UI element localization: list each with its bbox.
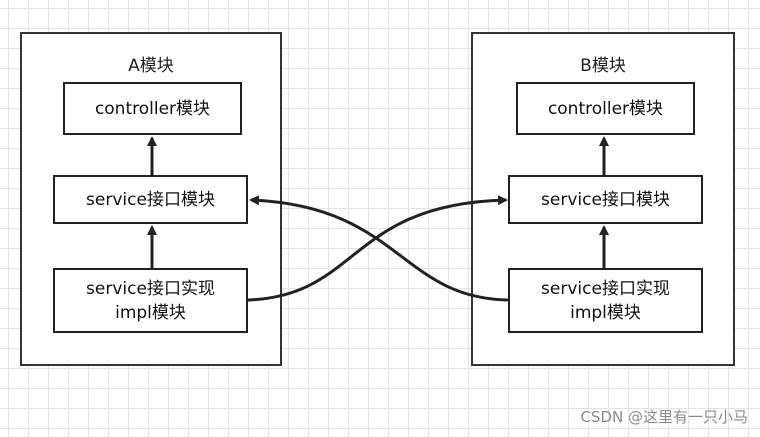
module-a-impl-label-line1: service接口实现 — [86, 278, 215, 299]
module-b-impl-label-line1: service接口实现 — [541, 278, 670, 299]
csdn-watermark: CSDN @这里有一只小马 — [580, 408, 748, 426]
module-b-service-label: service接口模块 — [541, 189, 670, 210]
module-b-impl-label-line2: impl模块 — [570, 302, 641, 323]
module-b-controller-label: controller模块 — [547, 98, 664, 119]
module-a-service-box: service接口模块 — [53, 175, 248, 224]
module-a-service-label: service接口模块 — [86, 189, 215, 210]
module-a-impl-label-line2: impl模块 — [115, 302, 186, 323]
module-b-impl-box: service接口实现 impl模块 — [508, 268, 703, 333]
arrow-a-impl-to-b-service — [247, 195, 508, 302]
module-b-controller-box: controller模块 — [516, 82, 695, 135]
module-a-impl-box: service接口实现 impl模块 — [53, 268, 248, 333]
module-a-controller-label: controller模块 — [94, 98, 211, 119]
module-a-controller-box: controller模块 — [63, 82, 242, 135]
module-a-title: A模块 — [128, 56, 174, 76]
module-b-service-box: service接口模块 — [508, 175, 703, 224]
module-b-title: B模块 — [580, 56, 626, 76]
arrow-b-impl-to-a-service — [249, 195, 509, 302]
